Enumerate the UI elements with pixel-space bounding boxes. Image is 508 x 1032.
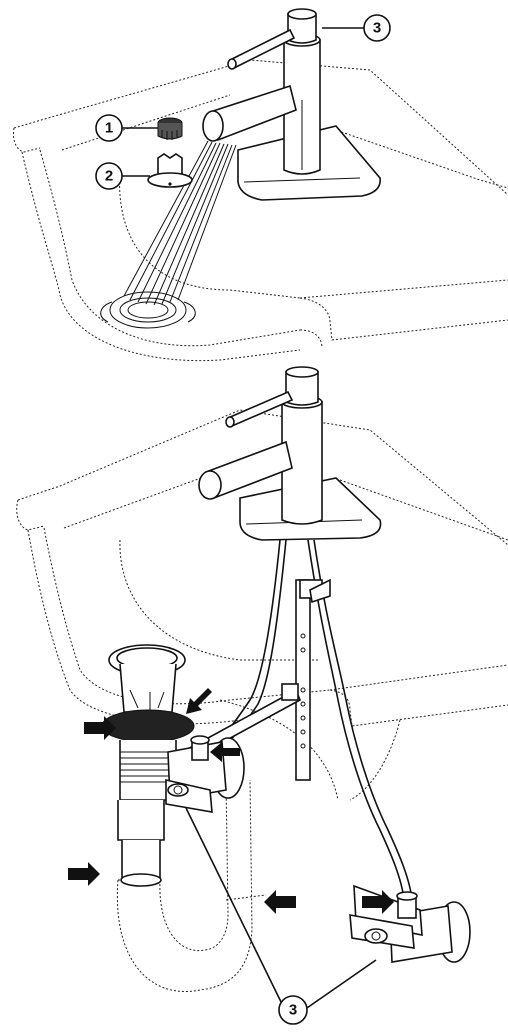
callout-3-bottom-label: 3	[289, 1002, 297, 1019]
callout-2: 2	[95, 162, 150, 190]
callout-3-bottom: 3	[185, 807, 377, 1025]
callout-3-top: 3	[322, 14, 391, 42]
callout-3-top-label: 3	[373, 20, 381, 37]
arrow-valve-left	[210, 742, 240, 762]
aerator-part	[157, 117, 183, 140]
callout-2-label: 2	[105, 168, 113, 185]
shutoff-valve-left	[165, 735, 245, 813]
arrows	[68, 688, 394, 914]
arrow-left-2	[68, 862, 100, 886]
top-illustration: 1 2 3	[13, 8, 508, 362]
arrow-diag	[186, 688, 212, 714]
arrow-valve-right	[362, 890, 394, 914]
faucet-bottom	[198, 366, 323, 525]
bottom-illustration: 3	[16, 366, 508, 1025]
water-stream	[123, 140, 237, 306]
shutoff-valve-right	[349, 884, 471, 963]
sink-basin-bottom	[16, 409, 508, 992]
callout-1: 1	[95, 114, 158, 142]
arrow-left-1	[84, 716, 116, 740]
lift-rod-strap	[184, 578, 331, 781]
faucet-top	[202, 8, 321, 175]
sink-basin-top	[13, 59, 508, 362]
aerator-insert-part	[147, 153, 193, 188]
callout-1-label: 1	[105, 120, 113, 137]
arrow-trap	[264, 890, 296, 914]
